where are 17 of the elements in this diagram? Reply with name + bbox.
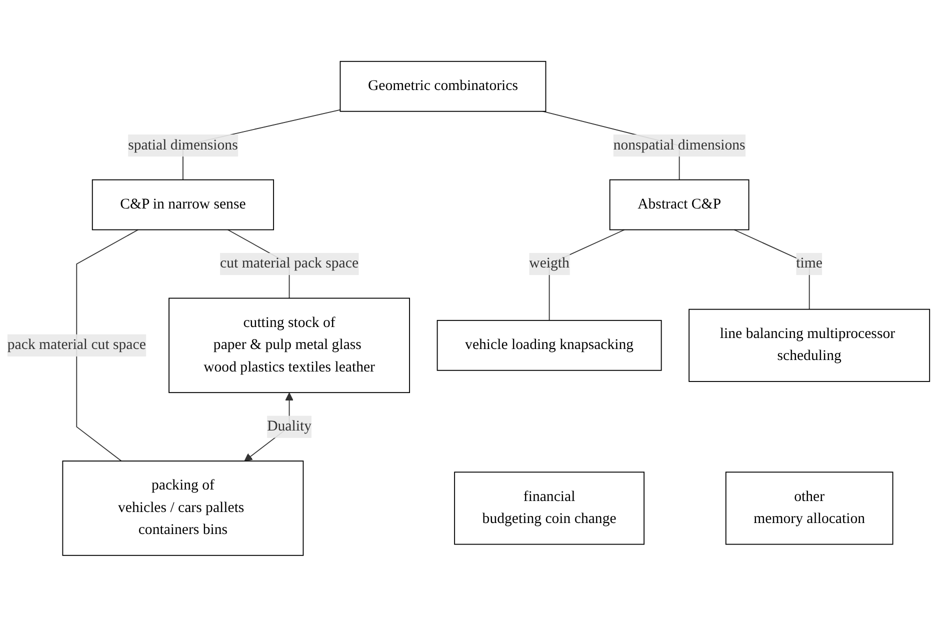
node-box: packing of vehicles / cars pallets containers bins bbox=[62, 460, 304, 556]
node-box: cutting stock of paper & pulp metal glass wood plastics textiles leather bbox=[168, 298, 410, 394]
edge-label: Duality bbox=[267, 418, 312, 434]
node-box: Geometric combinatorics bbox=[340, 61, 546, 112]
edge-label: weigth bbox=[529, 256, 570, 272]
edge-label: cut material pack space bbox=[220, 256, 359, 272]
node-box: financial budgeting coin change bbox=[454, 472, 645, 545]
edge-label: pack material cut space bbox=[7, 337, 146, 353]
edge-label: time bbox=[796, 256, 822, 272]
node-box: vehicle loading knapsacking bbox=[436, 320, 662, 371]
node-box: other memory allocation bbox=[725, 472, 894, 545]
edge-label: nonspatial dimensions bbox=[613, 137, 746, 154]
edge-label: spatial dimensions bbox=[128, 137, 238, 154]
node-box: line balancing multiprocessor scheduling bbox=[688, 308, 930, 382]
node-box: Abstract C&P bbox=[609, 179, 750, 230]
connector bbox=[76, 229, 139, 462]
node-box: C&P in narrow sense bbox=[92, 179, 274, 230]
